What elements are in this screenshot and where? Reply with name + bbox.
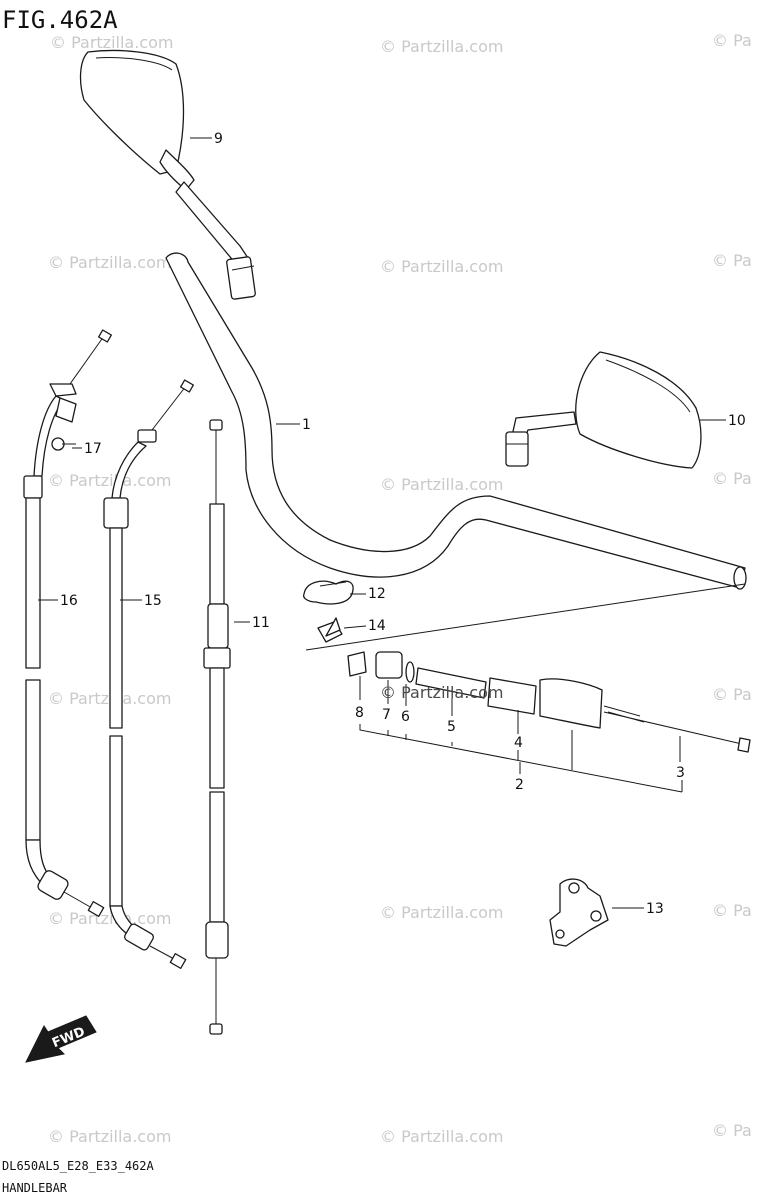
watermark: © Pa [712,469,752,488]
callout-15[interactable]: 15 [144,593,162,609]
leader-lines [38,137,726,909]
figure-name: HANDLEBAR [2,1181,68,1195]
watermark-main: © Partzilla.com [380,683,503,702]
callout-4[interactable]: 4 [514,735,523,751]
watermark: © Partzilla.com [48,471,171,490]
grip-assembly [305,583,751,753]
watermark: © Partzilla.com [380,37,503,56]
callout-9[interactable]: 9 [214,131,223,147]
clamp-12 [302,580,354,605]
fwd-arrow-icon: FWD [25,1015,97,1063]
callout-5[interactable]: 5 [447,719,456,735]
bolt-14 [317,617,343,643]
screw-17 [51,397,77,451]
callout-17[interactable]: 17 [84,441,102,457]
callout-1[interactable]: 1 [302,417,311,433]
figure-title: FIG.462A [2,6,118,34]
watermark: © Partzilla.com [48,909,171,928]
cable-15 [103,379,194,969]
callout-8[interactable]: 8 [355,705,364,721]
bracket-13 [549,878,609,947]
watermark: © Partzilla.com [48,253,171,272]
watermark: © Partzilla.com [380,1127,503,1146]
callout-16[interactable]: 16 [60,593,78,609]
watermark: © Partzilla.com [380,903,503,922]
callouts: 9 1 10 17 16 15 11 12 14 8 7 6 5 4 2 3 1… [60,131,746,917]
callout-13[interactable]: 13 [646,901,664,917]
figure-code: DL650AL5_E28_E33_462A [2,1159,154,1173]
callout-7[interactable]: 7 [382,707,391,723]
mirror-right [505,351,702,469]
callout-14[interactable]: 14 [368,618,386,634]
watermark: © Partzilla.com [380,475,503,494]
mirror-left [79,49,256,300]
callout-11[interactable]: 11 [252,615,270,631]
watermark: © Partzilla.com [50,33,173,52]
watermark-layer: © Partzilla.com © Partzilla.com © Pa © P… [48,31,752,1146]
watermark: © Pa [712,31,752,50]
callout-3[interactable]: 3 [676,765,685,781]
watermark: © Pa [712,901,752,920]
callout-6[interactable]: 6 [401,709,410,725]
cable-16 [23,329,112,917]
cable-11 [203,419,231,1035]
callout-10[interactable]: 10 [728,413,746,429]
handlebar [165,252,747,590]
watermark: © Pa [712,685,752,704]
callout-12[interactable]: 12 [368,586,386,602]
watermark: © Partzilla.com [48,1127,171,1146]
watermark: © Partzilla.com [380,257,503,276]
watermark: © Pa [712,251,752,270]
watermark: © Pa [712,1121,752,1140]
callout-2[interactable]: 2 [515,777,524,793]
